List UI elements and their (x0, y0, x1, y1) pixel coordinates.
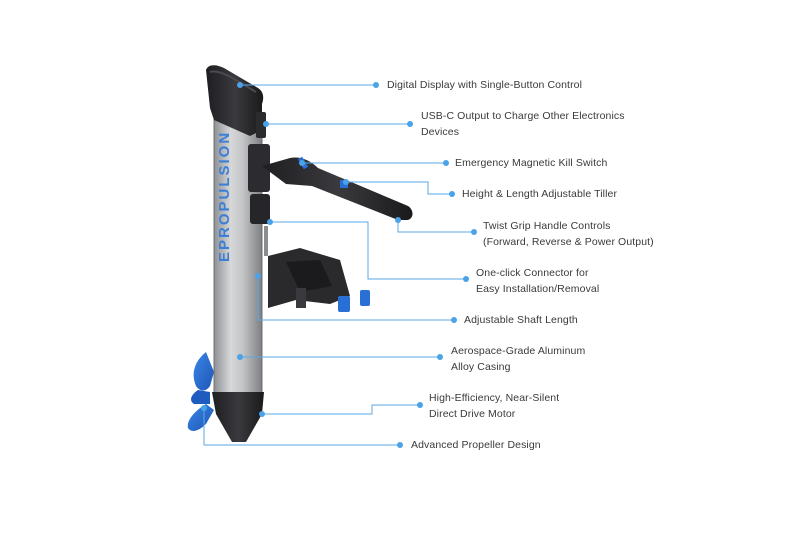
shaft-length-anchor-dot (255, 273, 261, 279)
motor-leader-line (262, 404, 420, 415)
connector-label-dot (463, 276, 469, 282)
twist-grip-label-line: (Forward, Reverse & Power Output) (483, 236, 654, 248)
motor-label-line: Direct Drive Motor (429, 408, 516, 420)
twist-grip-anchor-dot (395, 217, 401, 223)
motor-label-dot (417, 402, 423, 408)
usb-c-output-label: USB-C Output to Charge Other Electronics… (421, 108, 625, 140)
kill-switch-anchor-dot (299, 160, 305, 166)
tiller-leader-line (346, 181, 452, 195)
twist-grip-leader-line (397, 220, 474, 233)
display-head (206, 65, 264, 136)
usb-c-output-label-line: Devices (421, 126, 460, 138)
casing-label-line: Aerospace-Grade Aluminum (451, 345, 586, 357)
tiller-label-dot (449, 191, 455, 197)
twist-grip-label-dot (471, 229, 477, 235)
connector-label-line: Easy Installation/Removal (476, 283, 600, 295)
connector-label-line: One-click Connector for (476, 267, 589, 279)
digital-display-label: Digital Display with Single-Button Contr… (387, 77, 582, 93)
propeller-label-line: Advanced Propeller Design (411, 439, 541, 451)
shaft-length-label-dot (451, 317, 457, 323)
motor-anchor-dot (259, 411, 265, 417)
usb-c-output-label-line: USB-C Output to Charge Other Electronics (421, 110, 625, 122)
digital-display-label-dot (373, 82, 379, 88)
kill-switch-label-dot (443, 160, 449, 166)
digital-display-label-line: Digital Display with Single-Button Contr… (387, 79, 583, 91)
tiller (262, 156, 413, 220)
motor-label-line: High-Efficiency, Near-Silent (429, 392, 560, 404)
connector-anchor-dot (267, 219, 273, 225)
shaft-length-leader-line (257, 276, 454, 321)
connector-leader-line (270, 221, 466, 280)
digital-display-anchor-dot (237, 82, 243, 88)
clamp-bracket (268, 248, 370, 312)
tiller-label: Height & Length Adjustable Tiller (462, 186, 617, 202)
propeller-anchor-dot (201, 405, 207, 411)
propeller-label: Advanced Propeller Design (411, 437, 541, 453)
callout-lines (201, 82, 477, 448)
kill-switch-label-line: Emergency Magnetic Kill Switch (455, 157, 608, 169)
kill-switch-label: Emergency Magnetic Kill Switch (455, 155, 607, 171)
casing-label-dot (437, 354, 443, 360)
casing-anchor-dot (237, 354, 243, 360)
shaft-length-label: Adjustable Shaft Length (464, 312, 578, 328)
brand-text: EPROPULSION (216, 131, 233, 262)
motor-pod (212, 392, 264, 442)
casing-label-line: Alloy Casing (451, 361, 511, 373)
propeller-leader-line (203, 408, 400, 446)
usb-c-output-label-dot (407, 121, 413, 127)
shaft-length-label-line: Adjustable Shaft Length (464, 314, 578, 326)
twist-grip-label-line: Twist Grip Handle Controls (483, 220, 611, 232)
propeller (187, 352, 214, 431)
tiller-mount (248, 144, 270, 224)
shaft-rod (264, 226, 268, 256)
tiller-label-line: Height & Length Adjustable Tiller (462, 188, 618, 200)
propeller-label-dot (397, 442, 403, 448)
usb-c-port (256, 112, 266, 138)
twist-grip-label: Twist Grip Handle Controls (Forward, Reve… (483, 218, 654, 250)
tiller-anchor-dot (343, 179, 349, 185)
usb-c-output-anchor-dot (263, 121, 269, 127)
